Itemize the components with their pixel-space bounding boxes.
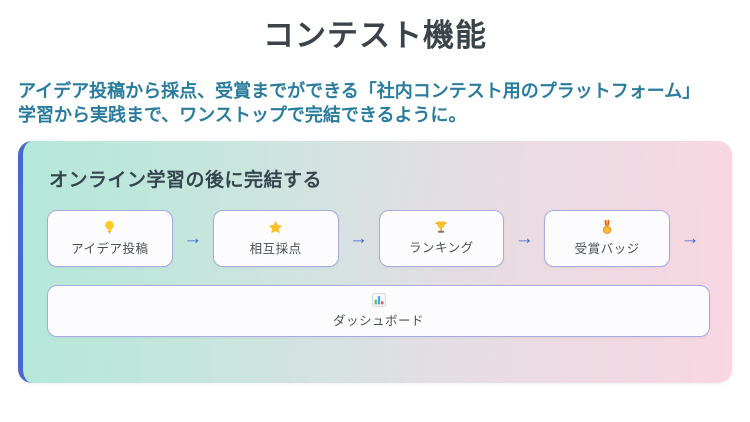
flow-step-label: 受賞バッジ <box>574 241 640 256</box>
arrow-right-icon: → <box>680 227 700 249</box>
arrow-right-icon: → <box>183 227 203 249</box>
arrow-right-icon: → <box>514 227 534 249</box>
flow-row: アイデア投稿 → 相互採点 → ランキング <box>47 209 710 267</box>
medal-icon <box>601 220 613 235</box>
arrow-right-icon: → <box>349 227 368 249</box>
flow-step-label: アイデア投稿 <box>71 241 149 256</box>
intro-line-2: 学習から実践まで、ワンストップで完結できるように。 <box>18 105 467 126</box>
star-icon <box>268 220 283 235</box>
page-title: コンテスト機能 <box>263 18 487 53</box>
dashboard-box: ダッシュボード <box>47 284 710 337</box>
trophy-icon <box>434 220 448 234</box>
card-heading: オンライン学習の後に完結する <box>49 169 323 191</box>
dashboard-label: ダッシュボード <box>332 313 424 328</box>
intro-line-1: アイデア投稿から採点、受賞までができる「社内コンテスト用のプラットフォーム」 <box>18 81 701 102</box>
bar-chart-icon <box>371 292 386 307</box>
flow-step-idea-submission: アイデア投稿 <box>47 209 173 267</box>
lightbulb-icon <box>103 220 116 235</box>
flow-step-ranking: ランキング <box>378 209 505 267</box>
flow-step-label: ランキング <box>409 241 474 256</box>
flow-step-mutual-scoring: 相互採点 <box>212 209 339 267</box>
flow-step-label: 相互採点 <box>249 241 302 256</box>
flow-step-award-badge: 受賞バッジ <box>544 209 670 267</box>
feature-card: オンライン学習の後に完結する アイデア投稿 → 相互採点 → <box>18 140 732 383</box>
intro-text: アイデア投稿から採点、受賞までができる「社内コンテスト用のプラットフォーム」 学… <box>18 80 732 128</box>
